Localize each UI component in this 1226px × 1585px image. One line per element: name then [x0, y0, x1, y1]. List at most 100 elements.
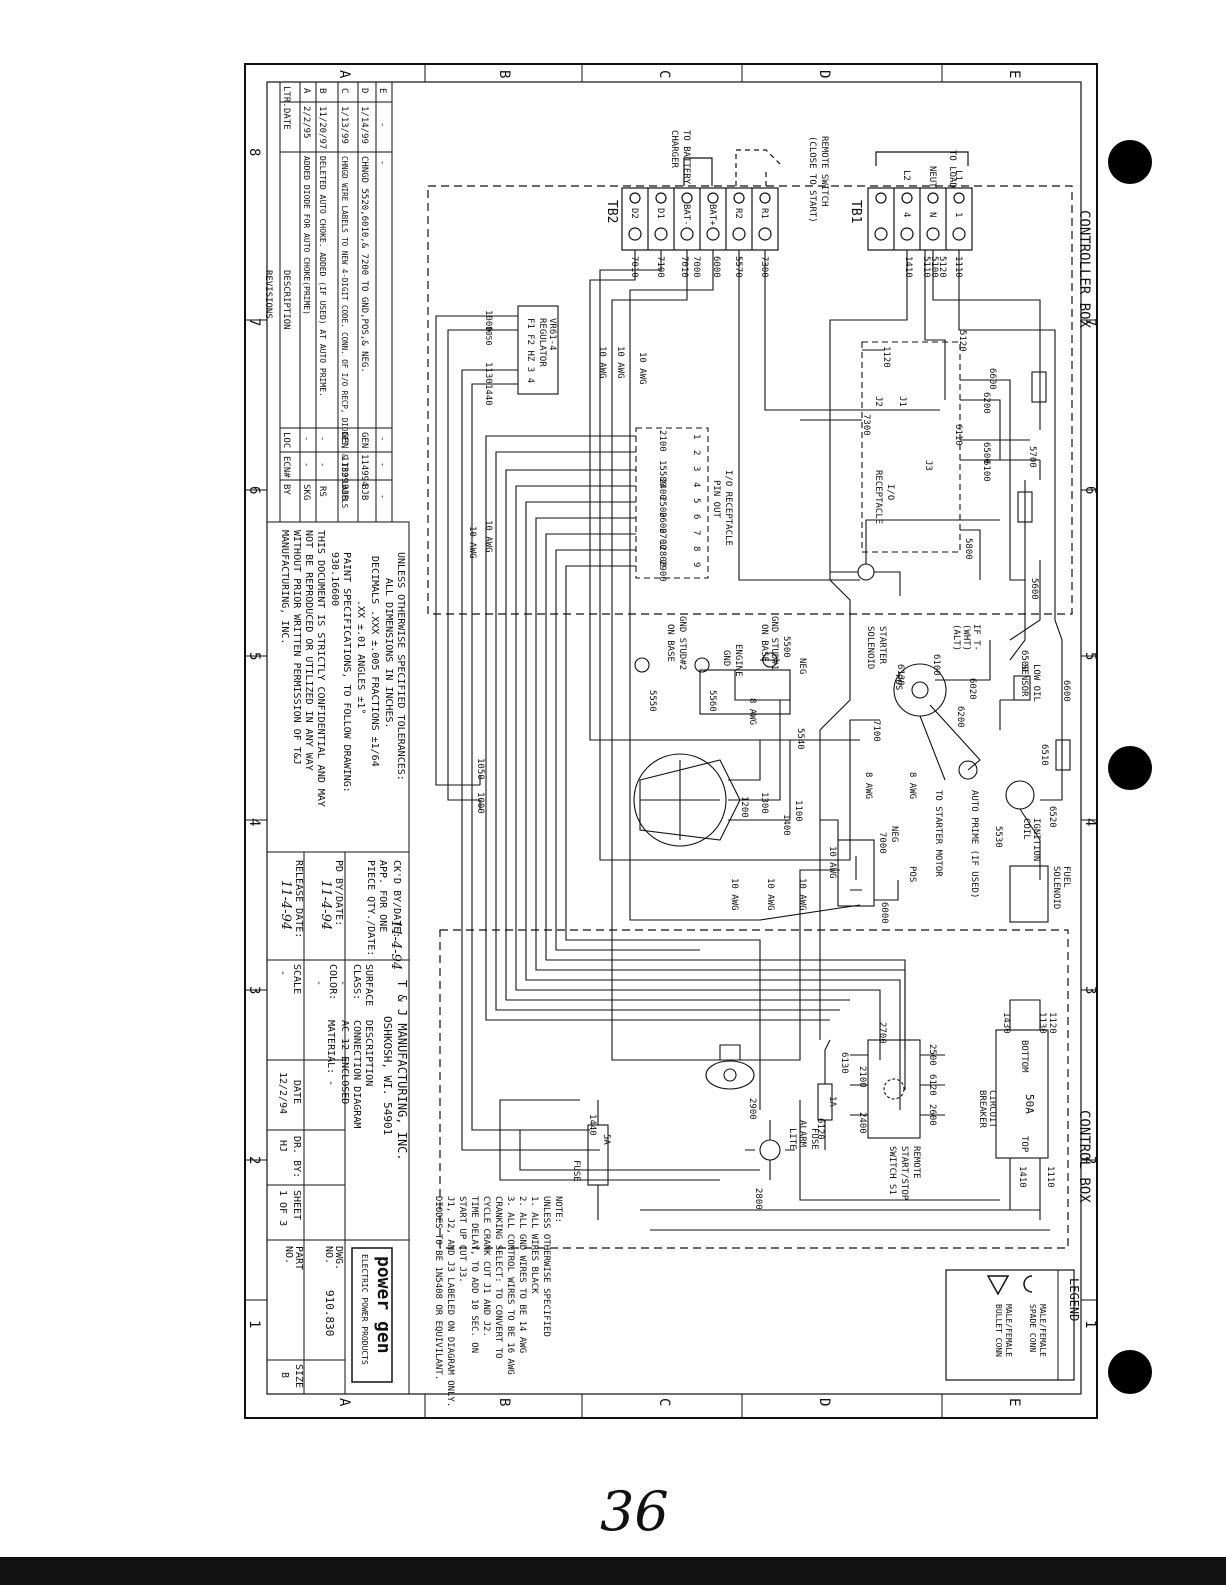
rev-a-ltr: A [301, 88, 311, 94]
note-line-2: UNLESS OTHERWISE SPECIFIED [541, 1196, 551, 1337]
grid-letter-top-d: D [816, 70, 832, 78]
grid-top [245, 64, 1097, 1418]
io-receptacle-label-2: RECEPTACLE [873, 470, 883, 524]
awg-label-8: 10 AWG [827, 846, 837, 879]
engine-wire-5560: 5560 [707, 690, 717, 712]
battery-neg: NEG [889, 826, 899, 842]
engine-labels: GND STUD#1 ON BASE GND STUD#2 ON BASE EN… [647, 616, 1071, 909]
switch-label-2: START/STOP [899, 1146, 909, 1201]
controller-box-outline [427, 185, 1073, 615]
legend-bullet-1: MALE/FEMALE [1004, 1304, 1013, 1357]
binder-hole-bottom [1108, 1350, 1152, 1394]
dwg-label-2: NO. [323, 1246, 334, 1264]
tb1-terminal-block [867, 151, 973, 251]
rev-header-date: DATE [281, 108, 291, 130]
size-label: SIZE [293, 1364, 304, 1388]
recept-wire-5120: 5120 [957, 330, 967, 352]
wiring-lines [435, 250, 1071, 1231]
io-pinout-title-2: PIN OUT [711, 480, 721, 519]
awg-label-9: 10 AWG [797, 878, 807, 911]
release-date-label: RELEASE DATE: [293, 860, 304, 938]
cb-wire-2700: 2700 [877, 1022, 887, 1044]
recept-wire-6100: 6100 [981, 460, 991, 482]
legend-title: LEGEND [1067, 1278, 1081, 1321]
awg-labels: 10 AWG 10 AWG 10 AWG 10 AWG 10 AWG 8 AWG… [467, 346, 917, 911]
rev-header-ecn: ECN# [281, 456, 291, 478]
rev-c-ltr: C [339, 88, 349, 93]
io-pin-2: 2 [691, 450, 701, 455]
surface-label: SURFACE [363, 964, 374, 1006]
tb2-pos-d2: D2 [629, 208, 639, 219]
awg-label-11: 10 AWG [729, 878, 739, 911]
rev-e-ltr: E [377, 88, 387, 93]
title-block-text: CK'D BY/DATE: 11-4-94 APP. FOR ONE PIECE… [277, 860, 409, 1388]
note-line-8: TIME DELAY, TO ADD 10 SEC. ON [469, 1196, 479, 1353]
cb-wire-1110: 1110 [1045, 1166, 1055, 1188]
io-wire-2600: 2600 [657, 512, 667, 534]
tb2-battery-charger-2: CHARGER [669, 130, 679, 169]
io-wire-2700: 2700 [657, 528, 667, 550]
tb2-wire-7000: 7000 [691, 256, 701, 278]
rev-b-ecn: - [317, 462, 327, 467]
legend-spade-2: SPADE CONN [1028, 1304, 1037, 1352]
engine-gnd-line2: GND [721, 650, 731, 666]
alt-wire-1050: 1050 [475, 758, 485, 780]
engine-wire-6100: 6100 [931, 654, 941, 676]
part-label-2: NO. [283, 1246, 294, 1264]
cb-wire-6130: 6130 [839, 1052, 849, 1074]
rev-header-loc: LOC [281, 432, 291, 448]
engine-wire-5540: 5540 [795, 728, 805, 750]
cb-wire-2600: 2600 [927, 1104, 937, 1126]
tb2-wire-7300: 7300 [759, 256, 769, 278]
rev-b-date: 11/20/97 [317, 106, 327, 149]
auto-prime: AUTO PRIME (IF USED) [969, 790, 979, 898]
if-t-wht-1: IF T- [971, 624, 981, 651]
rev-header-by: BY [281, 484, 291, 495]
tol-line-8: NOT BE REPRODUCED OR UTILIZED IN ANY WAY [303, 530, 314, 771]
grid-letter-top-b: B [496, 70, 512, 78]
regulator-wire-1440: 1440 [483, 384, 493, 406]
tol-line-7: THIS DOCUMENT IS STRICTLY CONFIDENTIAL A… [315, 530, 326, 807]
engine-wire-6600: 6600 [1061, 680, 1071, 702]
cb-wire-2500: 2500 [927, 1044, 937, 1066]
io-wire-2500: 2500 [657, 496, 667, 518]
rev-b-by: RS [317, 486, 327, 497]
binder-hole-middle [1108, 746, 1152, 790]
control-box-outline [439, 929, 1069, 1249]
engine-neg: NEG [797, 658, 807, 674]
io-receptacle-label-1: I/O [885, 484, 895, 500]
recept-wire-5700: 5700 [1027, 446, 1037, 468]
starter-solenoid-line2: SOLENOID [865, 626, 875, 669]
tol-line-3: DECIMALS .XXX ±.005 FRACTIONS ±1/64 [369, 556, 380, 767]
description-label: DESCRIPTION [363, 1020, 374, 1086]
jumper-j1: J1 [897, 396, 907, 407]
description-line-1: CONNECTION DIAGRAM [351, 1020, 362, 1128]
tb1-pos-n: N [927, 212, 937, 217]
ignition-coil-1: IGNITION [1031, 818, 1041, 861]
engine-wire-5500: 5500 [781, 636, 791, 658]
regulator-wire-1130: 1130 [483, 362, 493, 384]
io-wire-2400: 2400 [657, 478, 667, 500]
grid-number-right-4: 4 [1082, 818, 1098, 826]
legend-spade-1: MALE/FEMALE [1038, 1304, 1047, 1357]
io-pin-3: 3 [691, 466, 701, 471]
jumper-j2: J2 [873, 396, 883, 407]
tb2-remote-switch-1: REMOTE SWITCH [819, 136, 829, 206]
io-receptacle-labels: I/O RECEPTACLE J1 J2 J3 6600 5120 1120 7… [861, 330, 1039, 600]
recept-wire-5600: 5600 [1029, 578, 1039, 600]
grid-number-6: 6 [246, 486, 262, 494]
note-block: NOTE: UNLESS OTHERWISE SPECIFIED 1. ALL … [433, 1196, 563, 1407]
engine-wire-5550: 5550 [647, 690, 657, 712]
rev-d-loc: GEN [359, 432, 369, 448]
cb-wire-1430: 1430 [1001, 1012, 1011, 1034]
bullet-connector-icon [986, 1275, 1010, 1296]
tb1-wire-5120: 5120 [937, 256, 947, 278]
rev-d-desc: CHNGD 5520,6010,& 7200 TO GND,POS,& NEG. [359, 156, 369, 373]
grid-letter-bottom-c: C [656, 1398, 672, 1406]
tb1-wire-5110: 5110 [921, 256, 931, 278]
date-label: DATE [291, 1080, 302, 1104]
grid-number-right-6: 6 [1082, 486, 1098, 494]
io-pin-1: 1 [691, 434, 701, 439]
low-oil-1: LOW OIL [1031, 664, 1041, 702]
